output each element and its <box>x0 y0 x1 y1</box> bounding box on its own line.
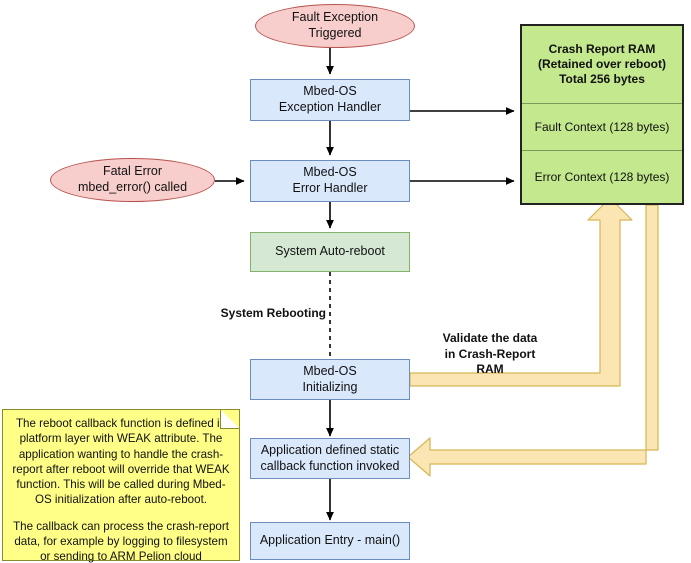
ram-divider-2 <box>522 150 682 151</box>
node-application-entry-main[interactable]: Application Entry - main() <box>250 522 410 560</box>
node-label: Mbed-OS Error Handler <box>292 165 368 195</box>
node-label: Mbed-OS Initializing <box>302 363 358 394</box>
node-label: Fatal Error mbed_error() called <box>77 164 188 194</box>
note-reboot-callback: The reboot callback function is defined … <box>2 409 240 563</box>
ram-header-label: Crash Report RAM (Retained over reboot) … <box>537 42 666 86</box>
label-system-rebooting: System Rebooting <box>208 306 326 322</box>
ram-section-fault-context[interactable]: Fault Context (128 bytes) <box>522 104 682 150</box>
node-label: Application defined static callback func… <box>260 442 400 473</box>
ram-fault-context-label: Fault Context (128 bytes) <box>534 119 670 134</box>
ram-header: Crash Report RAM (Retained over reboot) … <box>522 26 682 103</box>
node-callback-invoked[interactable]: Application defined static callback func… <box>250 438 410 479</box>
node-label: Fault Exception Triggered <box>291 10 379 40</box>
node-label: Application Entry - main() <box>259 533 401 548</box>
node-label: System Auto-reboot <box>275 244 385 259</box>
note-fold-corner-icon <box>220 409 240 429</box>
note-paragraph-1: The reboot callback function is defined … <box>12 417 230 507</box>
node-fault-exception-triggered[interactable]: Fault Exception Triggered <box>255 4 415 48</box>
label-validate-crash-report-ram: Validate the data in Crash-Report RAM <box>428 331 552 378</box>
node-crash-report-ram[interactable]: Crash Report RAM (Retained over reboot) … <box>520 24 684 205</box>
label-text: System Rebooting <box>220 306 326 320</box>
ram-divider-1 <box>522 103 682 104</box>
node-label: Mbed-OS Exception Handler <box>278 84 382 114</box>
node-fatal-error[interactable]: Fatal Error mbed_error() called <box>50 158 215 202</box>
node-exception-handler[interactable]: Mbed-OS Exception Handler <box>250 79 410 121</box>
label-text: Validate the data in Crash-Report RAM <box>442 331 538 377</box>
node-error-handler[interactable]: Mbed-OS Error Handler <box>250 160 410 202</box>
note-paragraph-2: The callback can process the crash-repor… <box>13 519 229 563</box>
node-system-auto-reboot[interactable]: System Auto-reboot <box>250 232 410 272</box>
ram-error-context-label: Error Context (128 bytes) <box>534 169 670 184</box>
node-mbedos-initializing[interactable]: Mbed-OS Initializing <box>250 359 410 400</box>
ram-section-error-context[interactable]: Error Context (128 bytes) <box>522 151 682 203</box>
